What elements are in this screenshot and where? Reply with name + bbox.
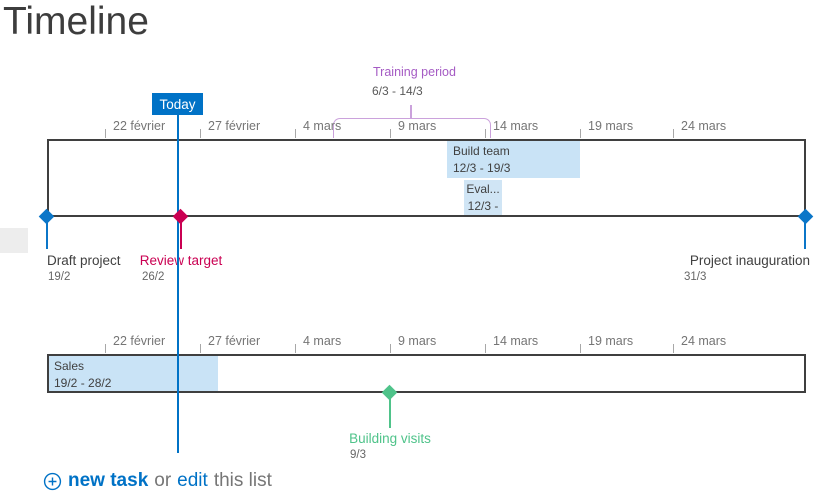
new-task-link[interactable]: new task xyxy=(68,470,149,491)
task-bar-eval[interactable]: Eval... 12/3 - xyxy=(464,180,502,215)
task-name: Sales xyxy=(54,359,85,373)
milestone-label-project-inauguration[interactable]: Project inauguration xyxy=(689,253,810,268)
axis-tick xyxy=(673,344,674,353)
axis-tick xyxy=(200,129,201,138)
axis-label: 9 mars xyxy=(398,119,437,133)
axis-tick xyxy=(105,344,106,353)
milestone-stem xyxy=(804,216,806,249)
axis-tick xyxy=(580,129,581,138)
axis-label: 14 mars xyxy=(493,119,539,133)
timeline-band-secondary xyxy=(47,354,806,393)
milestone-stem xyxy=(46,216,48,249)
axis-label: 4 mars xyxy=(303,334,342,348)
milestone-label-building-visits[interactable]: Building visits xyxy=(349,431,431,446)
axis-label: 27 février xyxy=(208,119,261,133)
callout-date-range: 6/3 - 14/3 xyxy=(372,84,423,98)
milestone-date: 19/2 xyxy=(48,271,71,283)
milestone-label-review-target[interactable]: Review target xyxy=(139,253,223,268)
timeline-band-main xyxy=(47,139,806,217)
callout-stem-line xyxy=(410,105,412,118)
today-vertical-line xyxy=(177,115,179,453)
page-title: Timeline xyxy=(3,0,149,43)
milestone-stem xyxy=(180,216,182,249)
axis-tick xyxy=(485,344,486,353)
axis-tick xyxy=(390,344,391,353)
axis-label: 19 mars xyxy=(588,119,634,133)
axis-label: 24 mars xyxy=(681,334,727,348)
footer-this-list-text: this list xyxy=(213,470,272,491)
today-marker: Today xyxy=(152,93,203,115)
milestone-date: 26/2 xyxy=(142,271,165,283)
task-date-range: 12/3 - 19/3 xyxy=(453,160,511,175)
axis-label: 14 mars xyxy=(493,334,539,348)
edge-panel-fragment xyxy=(0,228,28,253)
axis-label: 4 mars xyxy=(303,119,342,133)
axis-label: 24 mars xyxy=(681,119,727,133)
milestone-stem xyxy=(389,392,391,428)
axis-tick xyxy=(105,129,106,138)
milestone-date: 9/3 xyxy=(350,449,366,461)
task-bar-sales[interactable]: Sales 19/2 - 28/2 xyxy=(49,356,218,391)
list-footer: new task or edit this list xyxy=(43,470,272,492)
today-label: Today xyxy=(159,96,196,112)
axis-label: 9 mars xyxy=(398,334,437,348)
callout-bracket xyxy=(333,118,491,138)
axis-label: 22 février xyxy=(113,119,166,133)
axis-tick xyxy=(390,129,391,138)
axis-label: 27 février xyxy=(208,334,261,348)
axis-tick xyxy=(485,129,486,138)
milestone-date: 31/3 xyxy=(684,271,707,283)
task-date-range: 19/2 - 28/2 xyxy=(54,375,112,390)
axis-tick xyxy=(580,344,581,353)
axis-tick xyxy=(673,129,674,138)
axis-tick xyxy=(200,344,201,353)
milestone-label-draft-project[interactable]: Draft project xyxy=(47,253,121,268)
axis-tick xyxy=(295,129,296,138)
axis-label: 22 février xyxy=(113,334,166,348)
axis-tick xyxy=(295,344,296,353)
task-name: Eval... xyxy=(466,182,500,196)
footer-or-text: or xyxy=(154,470,172,491)
plus-circle-icon[interactable] xyxy=(43,472,62,491)
task-date-range: 12/3 - xyxy=(467,198,499,213)
task-bar-build-team[interactable]: Build team 12/3 - 19/3 xyxy=(447,141,580,178)
callout-title[interactable]: Training period xyxy=(373,65,456,79)
axis-label: 19 mars xyxy=(588,334,634,348)
edit-list-link[interactable]: edit xyxy=(177,470,208,491)
task-name: Build team xyxy=(453,144,510,158)
